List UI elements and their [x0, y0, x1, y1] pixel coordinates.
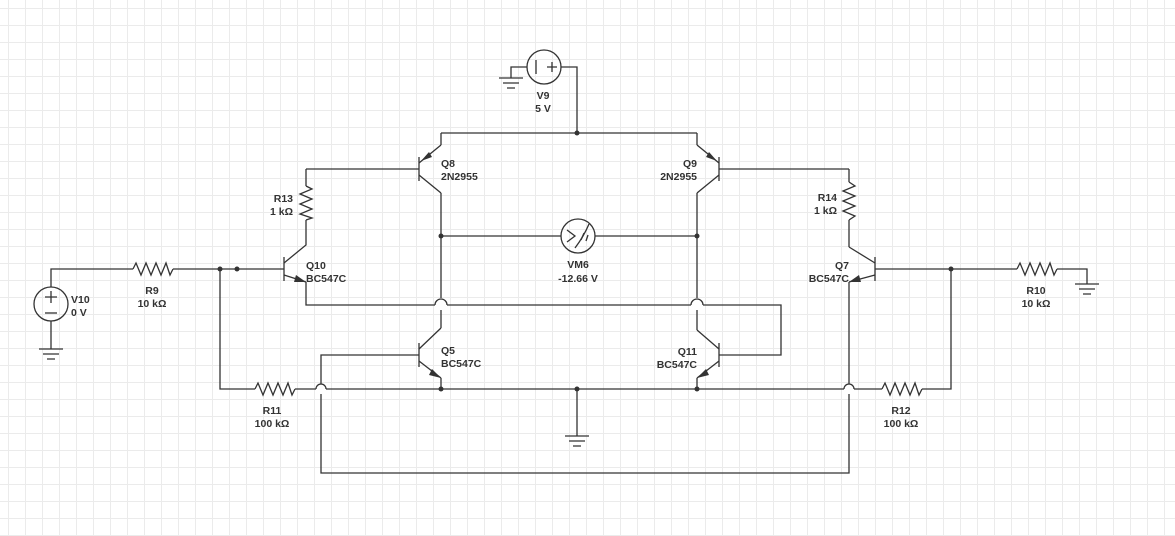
q9-name: Q9 — [683, 158, 697, 170]
r11-name: R11 — [263, 405, 282, 417]
r11-value: 100 kΩ — [255, 418, 290, 430]
resistor-r10[interactable] — [1016, 261, 1058, 277]
ground-symbol[interactable] — [39, 348, 63, 360]
ground-symbol[interactable] — [499, 77, 523, 89]
v10-value: 0 V — [71, 307, 87, 319]
wires — [50, 66, 1088, 474]
v9-name: V9 — [537, 90, 550, 102]
q11-name: Q11 — [678, 346, 697, 358]
r10-value: 10 kΩ — [1022, 298, 1051, 310]
resistor-r13[interactable] — [298, 185, 315, 221]
vm6-value: -12.66 V — [558, 273, 598, 285]
r10-name: R10 — [1026, 285, 1045, 297]
voltage-source-v10[interactable] — [33, 286, 69, 322]
ground-symbol[interactable] — [1075, 283, 1099, 295]
r14-value: 1 kΩ — [814, 205, 837, 217]
r13-name: R13 — [274, 193, 293, 205]
resistor-r9[interactable] — [132, 261, 174, 277]
q9-value: 2N2955 — [660, 171, 697, 183]
resistor-r14[interactable] — [841, 181, 857, 221]
transistor-q7[interactable] — [848, 246, 876, 283]
resistor-r11[interactable] — [254, 381, 296, 397]
r9-value: 10 kΩ — [138, 298, 167, 310]
vm6-name: VM6 — [567, 259, 589, 271]
r12-value: 100 kΩ — [884, 418, 919, 430]
v9-value: 5 V — [535, 103, 551, 115]
q8-name: Q8 — [441, 158, 455, 170]
ground-symbol[interactable] — [565, 435, 589, 447]
transistor-q9[interactable] — [696, 144, 720, 194]
labels: V9 5 V Q8 2N2955 Q9 2N2955 R13 1 kΩ R14 … — [71, 90, 1050, 430]
r13-value: 1 kΩ — [270, 206, 293, 218]
q11-value: BC547C — [657, 359, 698, 371]
q8-value: 2N2955 — [441, 171, 478, 183]
resistor-r12[interactable] — [881, 381, 923, 397]
q5-name: Q5 — [441, 345, 455, 357]
v10-name: V10 — [71, 294, 90, 306]
q7-name: Q7 — [835, 260, 849, 272]
transistor-q11[interactable] — [696, 329, 720, 379]
junction-dots — [217, 130, 954, 392]
q7-value: BC547C — [809, 273, 850, 285]
transistor-q8[interactable] — [418, 144, 442, 194]
transistor-q5[interactable] — [418, 327, 442, 379]
q10-name: Q10 — [306, 260, 326, 272]
r12-name: R12 — [891, 405, 910, 417]
voltmeter-vm6[interactable] — [560, 218, 596, 254]
q5-value: BC547C — [441, 358, 482, 370]
r9-name: R9 — [145, 285, 159, 297]
transistor-q10[interactable] — [283, 240, 307, 283]
wire-crossover-hops — [315, 298, 855, 390]
voltage-source-v9[interactable] — [526, 49, 562, 85]
q10-value: BC547C — [306, 273, 347, 285]
r14-name: R14 — [818, 192, 837, 204]
